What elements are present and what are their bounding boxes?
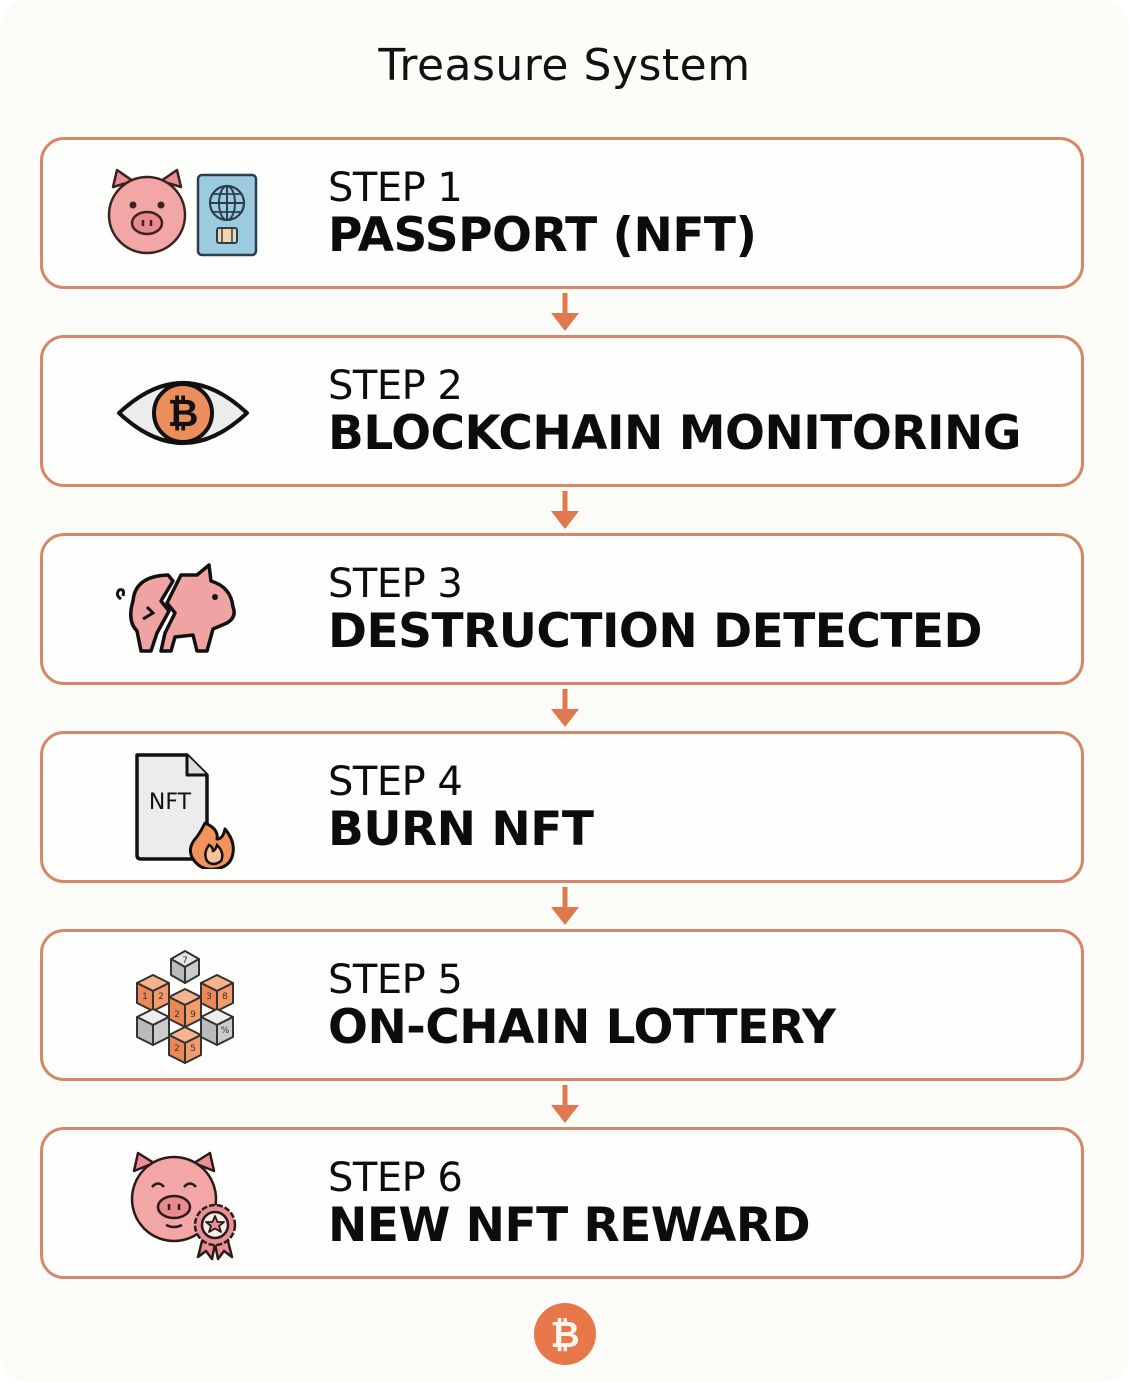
svg-text:2: 2 <box>174 1044 180 1054</box>
eye-bitcoin-icon: ₿ <box>103 358 263 468</box>
step-1-box: STEP 1 PASSPORT (NFT) <box>40 137 1084 289</box>
arrow-down-icon <box>551 689 579 727</box>
step-number: STEP 2 <box>328 363 463 409</box>
svg-text:5: 5 <box>190 1044 196 1054</box>
svg-text:7: 7 <box>182 956 188 966</box>
arrow-down-icon <box>551 491 579 529</box>
step-number: STEP 4 <box>328 759 463 805</box>
pig-award-badge-icon <box>103 1150 263 1261</box>
step-name: ON-CHAIN LOTTERY <box>328 1000 836 1055</box>
step-1-label: STEP 1 PASSPORT (NFT) <box>328 165 757 263</box>
arrow-down-icon <box>551 887 579 925</box>
svg-text:2: 2 <box>174 1010 180 1020</box>
svg-text:1: 1 <box>142 992 148 1002</box>
diagram-title: Treasure System <box>378 40 751 91</box>
step-name: BLOCKCHAIN MONITORING <box>328 406 1021 461</box>
arrow-down-icon <box>551 293 579 331</box>
step-6-label: STEP 6 NEW NFT REWARD <box>328 1155 811 1253</box>
step-number: STEP 6 <box>328 1155 463 1201</box>
step-2-box: ₿ STEP 2 BLOCKCHAIN MONITORING <box>40 335 1084 487</box>
step-name: PASSPORT (NFT) <box>328 208 757 263</box>
step-5-label: STEP 5 ON-CHAIN LOTTERY <box>328 957 836 1055</box>
bitcoin-coin-icon: ₿ <box>534 1303 596 1365</box>
step-4-label: STEP 4 BURN NFT <box>328 759 594 857</box>
svg-text:₿: ₿ <box>168 391 199 435</box>
svg-text:2: 2 <box>158 992 164 1002</box>
step-name: DESTRUCTION DETECTED <box>328 604 983 659</box>
pig-and-passport-icon <box>103 160 263 270</box>
step-name: NEW NFT REWARD <box>328 1198 811 1253</box>
step-3-box: STEP 3 DESTRUCTION DETECTED <box>40 533 1084 685</box>
svg-text:8: 8 <box>222 992 228 1002</box>
svg-text:NFT: NFT <box>149 790 192 815</box>
svg-text:9: 9 <box>190 1010 196 1020</box>
step-number: STEP 5 <box>328 957 463 1003</box>
step-4-box: NFT STEP 4 BURN NFT <box>40 731 1084 883</box>
step-number: STEP 3 <box>328 561 463 607</box>
svg-text:%: % <box>221 1026 230 1036</box>
step-6-box: STEP 6 NEW NFT REWARD <box>40 1127 1084 1279</box>
svg-text:3: 3 <box>206 992 212 1002</box>
svg-text:₿: ₿ <box>550 1315 579 1356</box>
arrow-down-icon <box>551 1085 579 1123</box>
broken-piggy-bank-icon <box>103 556 263 666</box>
step-3-label: STEP 3 DESTRUCTION DETECTED <box>328 561 983 659</box>
step-number: STEP 1 <box>328 165 463 211</box>
step-name: BURN NFT <box>328 802 594 857</box>
nft-file-fire-icon: NFT <box>103 753 263 869</box>
step-2-label: STEP 2 BLOCKCHAIN MONITORING <box>328 364 1021 460</box>
